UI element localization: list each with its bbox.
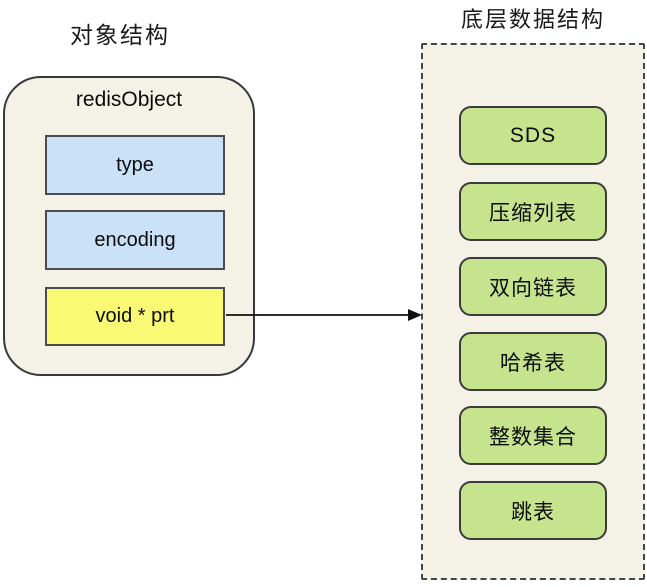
field-encoding: encoding [45, 210, 225, 270]
data-structures-container: SDS 压缩列表 双向链表 哈希表 整数集合 跳表 [421, 43, 645, 580]
object-structure-title: 对象结构 [70, 22, 170, 48]
redis-object-label: redisObject [75, 88, 183, 111]
ds-item-hash-table: 哈希表 [459, 332, 607, 391]
pointer-arrow [226, 309, 422, 321]
ds-item-intset: 整数集合 [459, 406, 607, 465]
ds-item-doubly-linked-list: 双向链表 [459, 257, 607, 316]
ds-item-skiplist: 跳表 [459, 481, 607, 540]
field-type: type [45, 135, 225, 195]
underlying-data-structures-title: 底层数据结构 [460, 7, 605, 32]
ds-item-ziplist: 压缩列表 [459, 182, 607, 241]
field-void-pointer: void * prt [45, 287, 225, 346]
ds-item-sds: SDS [459, 106, 607, 165]
redis-object-container: redisObject type encoding void * prt [3, 76, 255, 376]
